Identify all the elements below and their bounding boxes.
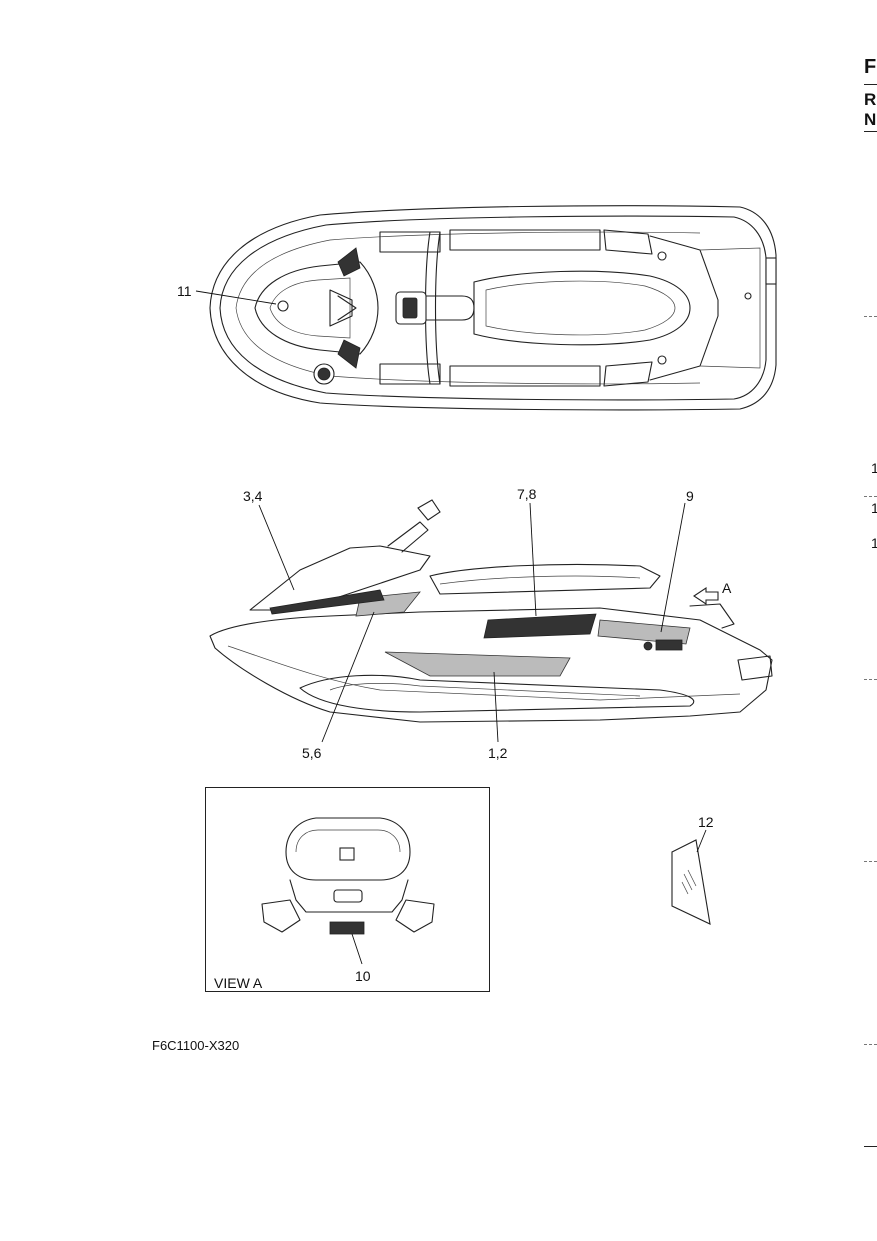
edge-rule [864, 131, 877, 132]
edge-digit: 1 [871, 500, 877, 516]
edge-tick [864, 316, 877, 317]
callout-10: 10 [355, 968, 371, 984]
edge-tick [864, 861, 877, 862]
edge-letter-r: R [864, 90, 877, 109]
callout-1-2: 1,2 [488, 745, 508, 761]
view-arrow-a-label: A [722, 580, 732, 596]
diagram-code: F6C1100-X320 [152, 1038, 240, 1053]
view-a-frame [205, 787, 490, 992]
side-view-watercraft [209, 499, 773, 743]
edge-rule [864, 1146, 877, 1147]
item-12-label-card [671, 829, 711, 925]
callout-5-6: 5,6 [302, 745, 322, 761]
edge-letter-f: F [864, 56, 877, 78]
edge-tick [864, 1044, 877, 1045]
view-a-label: VIEW A [214, 975, 263, 991]
edge-tick [864, 679, 877, 680]
edge-digit: 1 [871, 535, 877, 551]
callout-12: 12 [698, 814, 714, 830]
callout-7-8: 7,8 [517, 486, 537, 502]
callout-9: 9 [686, 488, 694, 504]
edge-letter-n: N [864, 110, 877, 129]
view-a-rear-detail [261, 817, 435, 965]
top-view-watercraft [209, 205, 777, 411]
edge-digit: 1 [871, 460, 877, 476]
edge-tick [864, 496, 877, 497]
callout-3-4: 3,4 [243, 488, 263, 504]
callout-11: 11 [177, 283, 192, 299]
edge-rule [864, 84, 877, 85]
